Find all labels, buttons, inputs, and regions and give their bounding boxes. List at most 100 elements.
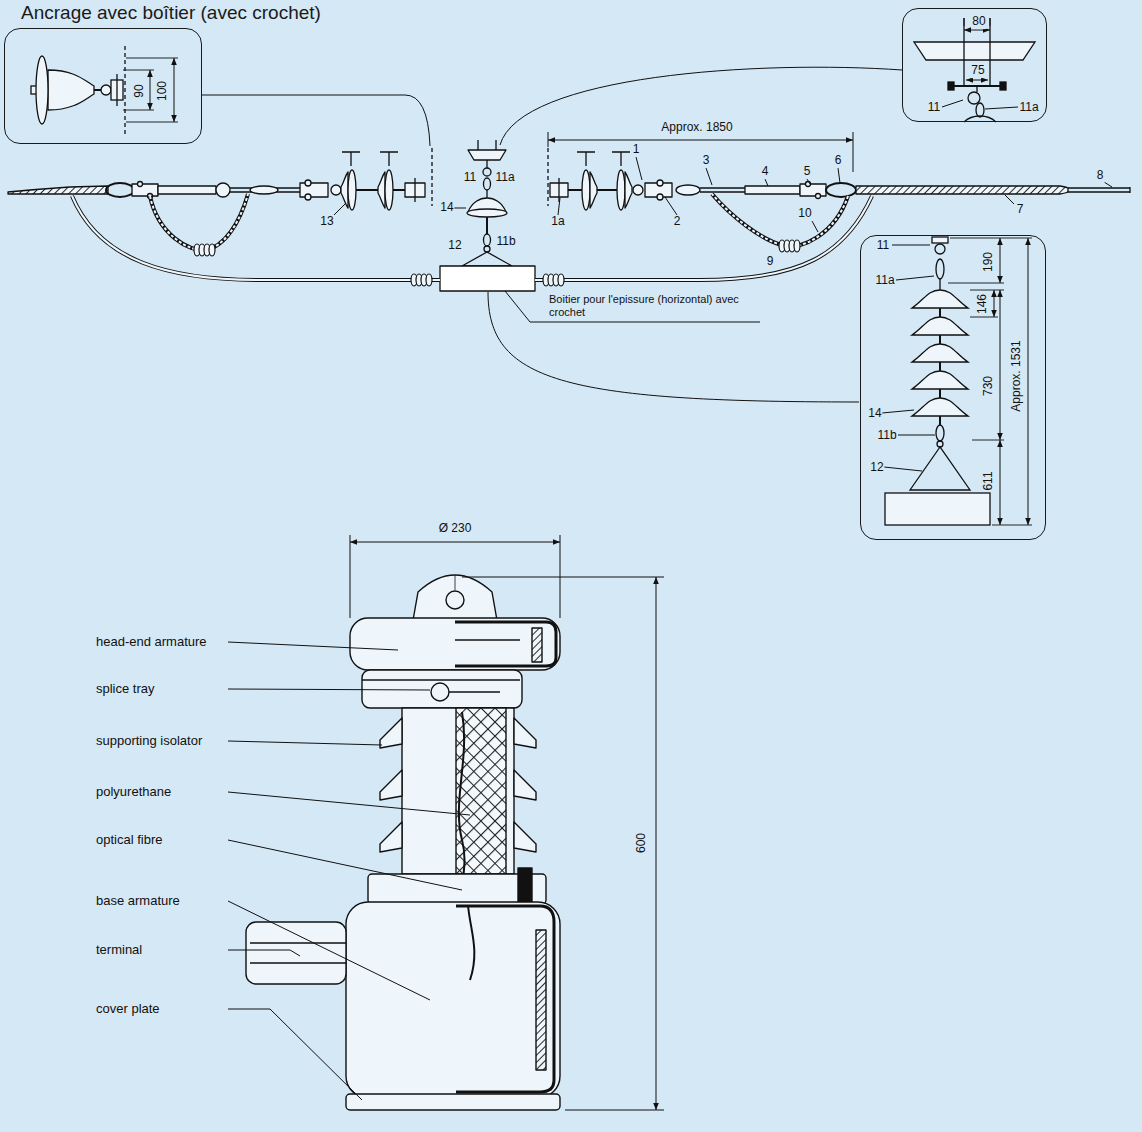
callout-number: 8 [1096,169,1105,183]
fibre-cable [72,196,440,280]
anchor-assembly [216,183,230,197]
anchor-assembly [484,178,491,190]
callout-number: 3 [702,154,711,168]
anchor-assembly [158,186,216,194]
callout-number: 9 [766,255,775,269]
callout-number: 1a [550,215,565,229]
callout-number: 14 [439,201,454,215]
inset-drawing [150,70,151,110]
anchor-assembly [676,185,700,195]
callout-number: 14 [867,407,882,421]
insulator-section [350,618,560,670]
callout-number: 13 [319,215,334,229]
callout-number: 75 [970,64,985,78]
leader-line [500,67,902,145]
anchor-assembly [138,182,143,187]
inset-drawing [910,447,970,490]
anchor-assembly [341,172,348,208]
dimension-label: 600 [635,832,649,854]
inset-drawing [48,70,94,110]
insulator-section [455,639,520,640]
dimension-label: 90 [133,83,147,98]
anchor-assembly [414,178,415,202]
inset-drawing [939,389,941,398]
anchor-assembly [800,184,826,196]
leader-line [228,642,398,650]
inset-drawing [116,74,117,106]
leader-line [334,157,1112,232]
anchor-assembly [250,186,278,194]
callout-number: 11a [1018,101,1039,115]
anchor-assembly [393,189,405,191]
insulator-section [402,708,514,874]
anchor-assembly [331,185,341,195]
callout-number: 7 [1016,203,1025,217]
part-label: polyurethane [95,785,172,800]
leader-line [505,291,760,322]
inset-drawing [1000,290,1001,440]
callout-number: 4 [761,165,770,179]
detail-inset: 80751111a [902,8,1047,122]
insulator-section [246,922,346,984]
fibre-cable [535,196,872,280]
leader-line [202,95,430,146]
fibre-cable [72,194,872,280]
leader-line [656,577,657,1110]
anchor-assembly [385,170,393,210]
inset-drawing [885,493,990,525]
inset-drawing [912,317,968,335]
inset-drawing [912,344,968,362]
diagram-title: Ancrage avec boîtier (avec crochet) [20,2,322,24]
anchor-assembly [305,180,311,186]
anchor-assembly [617,170,625,210]
inset-drawing [912,290,968,308]
insulator-section [250,943,346,963]
inset-drawing [994,290,995,317]
anchor-assembly [467,209,507,217]
inset-drawing [912,371,968,389]
insulator-section [536,930,546,1070]
leader-line [350,542,560,543]
callout-number: 12 [869,461,884,475]
anchor-assembly [305,194,311,200]
anchor-assembly [700,191,745,192]
callout-number: 12 [447,239,462,253]
anchor-assembly [106,183,134,197]
cable-coil [209,244,215,256]
insulator-section [246,575,560,1110]
callout-number: 80 [971,15,986,29]
inset-drawing [936,259,944,279]
dimension-label: Approx. 1850 [660,121,733,135]
inset-drawing [914,42,1035,60]
part-label: splice tray [95,682,156,697]
anchor-assembly [468,150,506,160]
anchor-assembly [826,183,856,197]
insulator-section [362,670,522,708]
inset-drawing [36,56,48,124]
fibre-cable [535,196,872,280]
inset-drawing [936,425,944,441]
dimension-label: 730 [982,375,996,397]
anchor-assembly [478,140,496,150]
cable-coil [794,240,800,252]
part-label: head-end armature [95,635,208,650]
leader-line [228,840,462,890]
part-label: base armature [95,894,181,909]
fibre-cable [712,194,848,247]
leader-line [548,140,853,141]
inset-drawing [976,103,984,117]
anchor-assembly [657,180,663,186]
detail-inset: 1111a19014614730Approx. 153111b12611 [860,235,1046,540]
anchor-assembly [8,186,108,194]
anchor-assembly [633,185,643,195]
anchor-assembly [657,194,663,200]
inset-drawing [948,82,954,90]
dimension-label: Approx. 1531 [1010,339,1024,412]
dimension-label: 100 [156,80,170,102]
fibre-cable [150,194,248,250]
insulator-section [532,628,542,662]
anchor-assembly [440,266,535,291]
anchor-assembly [132,184,158,196]
fibre-cable [150,194,248,250]
leader-line [228,1009,362,1100]
